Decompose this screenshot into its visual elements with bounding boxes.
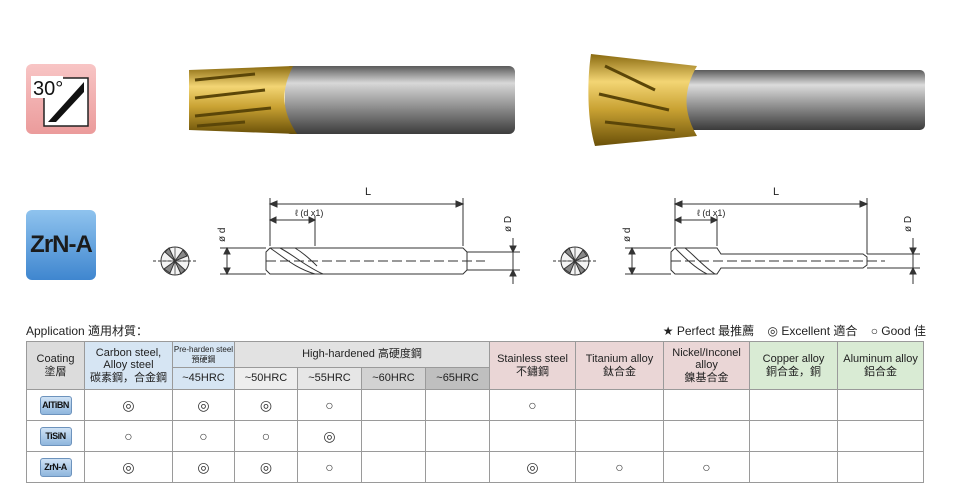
flute-length-label: ℓ (d x1) bbox=[295, 208, 323, 218]
length-label: L bbox=[773, 186, 779, 198]
rating-cell: ◎ bbox=[234, 389, 298, 421]
rating-cell bbox=[575, 389, 665, 421]
diameter-label: ø D bbox=[903, 216, 914, 232]
rating-cell bbox=[361, 389, 426, 421]
application-legend-row: Application 適用材質： ★ Perfect 最推薦 ◎ Excell… bbox=[26, 322, 926, 338]
rating-cell: ○ bbox=[84, 420, 173, 452]
coating-badge-small: ZrN-A bbox=[39, 457, 72, 477]
rating-cell: ○ bbox=[234, 420, 298, 452]
high-hardened-header: High-hardened 高硬度鋼 bbox=[233, 341, 491, 368]
rating-cell: ○ bbox=[297, 389, 362, 421]
hardness-header: ~55HRC bbox=[297, 367, 362, 390]
application-label: Application 適用材質： bbox=[26, 324, 149, 338]
table-row: TiSiN ○ ○ ○ ◎ bbox=[26, 420, 925, 452]
rating-cell bbox=[837, 451, 925, 483]
rating-cell bbox=[575, 420, 665, 452]
rating-cell bbox=[837, 420, 925, 452]
coating-cell: TiSiN bbox=[26, 420, 85, 452]
rating-cell: ◎ bbox=[297, 420, 362, 452]
rating-cell: ◎ bbox=[234, 451, 298, 483]
rating-cell: ○ bbox=[489, 389, 577, 421]
coating-badge-small: TiSiN bbox=[39, 426, 72, 446]
diameter-label: ø D bbox=[503, 216, 514, 232]
rating-cell: ○ bbox=[172, 420, 235, 452]
hardness-header: ~50HRC bbox=[234, 367, 298, 390]
rating-cell bbox=[663, 420, 751, 452]
legend-good: ○ Good 佳 bbox=[870, 324, 926, 338]
rating-cell: ○ bbox=[297, 451, 362, 483]
rating-cell bbox=[749, 451, 839, 483]
rating-cell bbox=[663, 389, 751, 421]
shank-diameter-label: ø d bbox=[622, 228, 633, 242]
legend-excellent: ◎ Excellent 適合 bbox=[767, 324, 858, 338]
table-row: AlTiBN ◎ ◎ ◎ ○ ○ bbox=[26, 389, 925, 421]
end-mill-photo-left bbox=[189, 66, 515, 134]
rating-cell bbox=[424, 451, 491, 483]
technical-drawing-right: L ℓ (d x1) ø d ø D bbox=[553, 186, 920, 284]
rating-cell: ○ bbox=[575, 451, 665, 483]
rating-legend: ★ Perfect 最推薦 ◎ Excellent 適合 ○ Good 佳 bbox=[653, 322, 926, 339]
rating-cell bbox=[837, 389, 925, 421]
hardness-header: ~45HRC bbox=[172, 367, 235, 390]
end-mill-photo-right bbox=[588, 54, 925, 146]
rating-cell bbox=[424, 389, 491, 421]
coating-badge: ZrN-A bbox=[26, 210, 96, 280]
rating-cell bbox=[424, 420, 491, 452]
length-label: L bbox=[365, 186, 371, 198]
coating-badge-text: ZrN-A bbox=[30, 231, 93, 258]
helix-angle-text: 30° bbox=[33, 78, 63, 100]
rating-cell: ◎ bbox=[172, 389, 235, 421]
legend-perfect: ★ Perfect 最推薦 bbox=[662, 324, 755, 338]
flute-length-label: ℓ (d x1) bbox=[697, 208, 725, 218]
coating-badge-small: AlTiBN bbox=[39, 395, 72, 415]
rating-cell: ◎ bbox=[172, 451, 235, 483]
rating-cell bbox=[361, 451, 426, 483]
hardness-header: ~60HRC bbox=[361, 367, 426, 390]
rating-cell bbox=[749, 389, 839, 421]
shank-diameter-label: ø d bbox=[217, 228, 228, 242]
rating-cell bbox=[489, 420, 577, 452]
rating-cell: ◎ bbox=[489, 451, 577, 483]
helix-angle-icon: 30° bbox=[31, 76, 89, 127]
helix-angle-badge: 30° bbox=[26, 64, 96, 134]
rating-cell bbox=[749, 420, 839, 452]
rating-cell bbox=[361, 420, 426, 452]
rating-cell: ◎ bbox=[84, 451, 173, 483]
coating-cell: ZrN-A bbox=[26, 451, 85, 483]
table-row: ZrN-A ◎ ◎ ◎ ○ ◎ ○ ○ bbox=[26, 451, 925, 483]
coating-cell: AlTiBN bbox=[26, 389, 85, 421]
hardness-header: ~65HRC bbox=[424, 367, 491, 390]
rating-cell: ◎ bbox=[84, 389, 173, 421]
technical-drawing-left: L ℓ (d x1) ø d ø D bbox=[153, 186, 520, 284]
rating-cell: ○ bbox=[663, 451, 751, 483]
